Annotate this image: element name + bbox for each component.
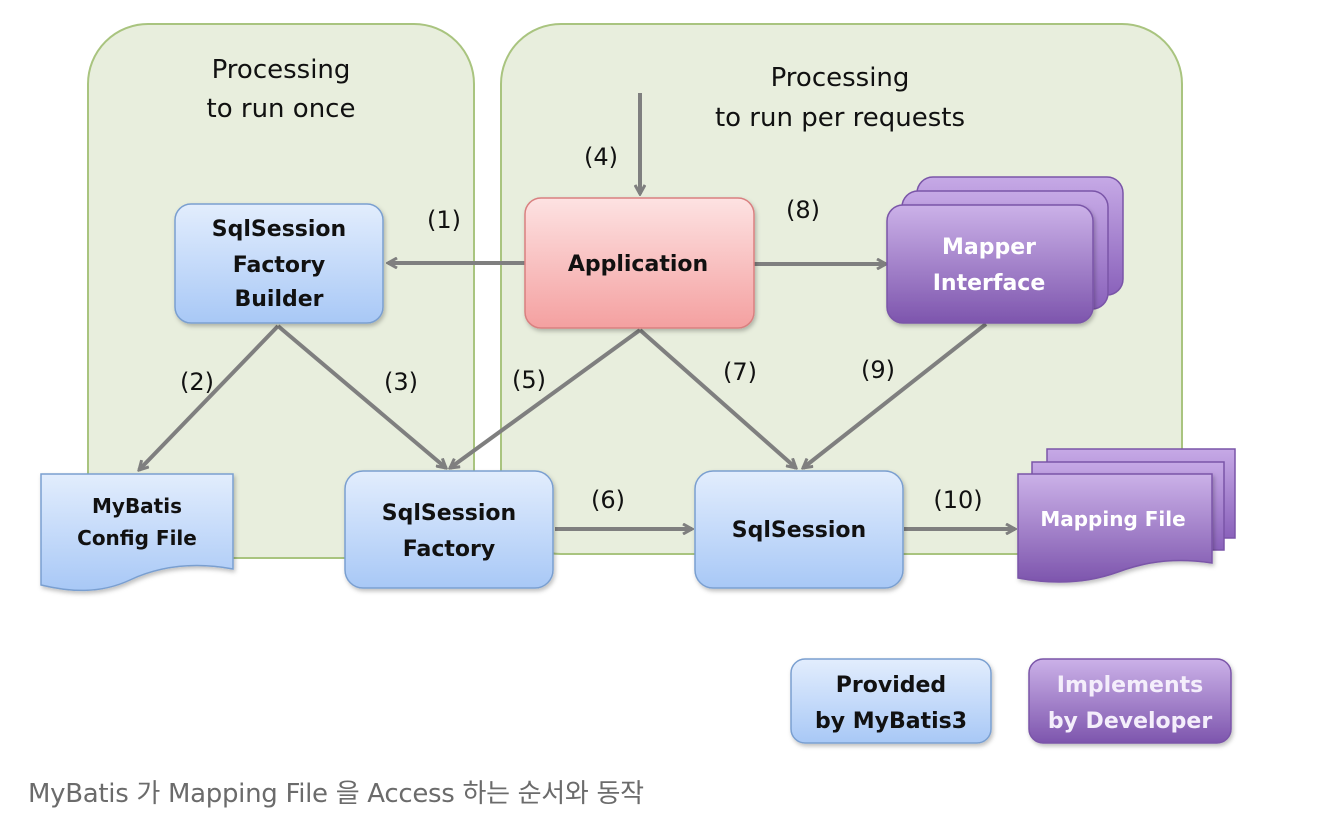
- config-file-line1: MyBatis: [92, 494, 182, 518]
- arrow-step-3: [276, 324, 446, 468]
- arrow-step-5: [450, 328, 642, 468]
- legend-implements-line1: Implements: [1057, 673, 1203, 698]
- legend-implements-by-developer: Implements by Developer: [1028, 658, 1232, 744]
- mapper-interface-line1: Mapper: [942, 235, 1036, 260]
- step-label-10: (10): [933, 486, 982, 514]
- builder-line3: Builder: [234, 287, 323, 312]
- step-label-1: (1): [427, 206, 461, 234]
- region-per-request-title-line2: to run per requests: [715, 103, 965, 133]
- legend-provided-line1: Provided: [836, 673, 946, 698]
- arrow-step-2: [139, 324, 280, 470]
- application-label: Application: [568, 252, 708, 277]
- node-sqlsession: SqlSession: [694, 470, 904, 589]
- node-mapping-file: Mapping File: [1017, 448, 1236, 583]
- sqlsession-label: SqlSession: [732, 518, 866, 543]
- arrow-step-9: [803, 322, 988, 468]
- mapping-file-label: Mapping File: [1040, 507, 1185, 531]
- node-mapper-interface: Mapper Interface: [886, 176, 1124, 324]
- builder-line2: Factory: [233, 253, 325, 278]
- step-label-5: (5): [512, 366, 546, 394]
- legend: Provided by MyBatis3 Implements by Devel…: [790, 658, 1232, 744]
- builder-line1: SqlSession: [212, 217, 346, 242]
- mybatis-flow-diagram: Processing to run once Processing to run…: [40, 23, 1236, 744]
- legend-implements-line2: by Developer: [1048, 709, 1213, 734]
- region-per-request-title-line1: Processing: [771, 63, 910, 93]
- figure-caption: MyBatis 가 Mapping File 을 Access 하는 순서와 동…: [28, 779, 644, 809]
- step-label-3: (3): [384, 368, 418, 396]
- legend-provided-by-mybatis3: Provided by MyBatis3: [790, 658, 992, 744]
- step-label-4: (4): [584, 143, 618, 171]
- step-label-6: (6): [591, 486, 625, 514]
- step-label-9: (9): [861, 356, 895, 384]
- mapper-interface-line2: Interface: [933, 271, 1046, 296]
- legend-provided-line2: by MyBatis3: [815, 709, 967, 734]
- step-label-8: (8): [786, 196, 820, 224]
- node-mybatis-config-file: MyBatis Config File: [40, 473, 234, 592]
- region-run-per-request: Processing to run per requests: [500, 23, 1183, 555]
- step-label-7: (7): [723, 358, 757, 386]
- node-sqlsession-factory-builder: SqlSession Factory Builder: [174, 203, 384, 324]
- arrow-step-7: [638, 328, 796, 468]
- step-label-2: (2): [180, 368, 214, 396]
- config-file-line2: Config File: [77, 526, 197, 550]
- step-labels: (1) (2) (3) (4) (5) (6) (7) (8) (9) (10): [180, 143, 983, 514]
- arrows: [139, 93, 1015, 529]
- node-sqlsession-factory: SqlSession Factory: [344, 470, 554, 589]
- region-run-once-title-line2: to run once: [207, 94, 356, 124]
- region-run-once-title-line1: Processing: [212, 55, 351, 85]
- factory-line1: SqlSession: [382, 501, 516, 526]
- node-application: Application: [524, 197, 755, 329]
- factory-line2: Factory: [403, 537, 495, 562]
